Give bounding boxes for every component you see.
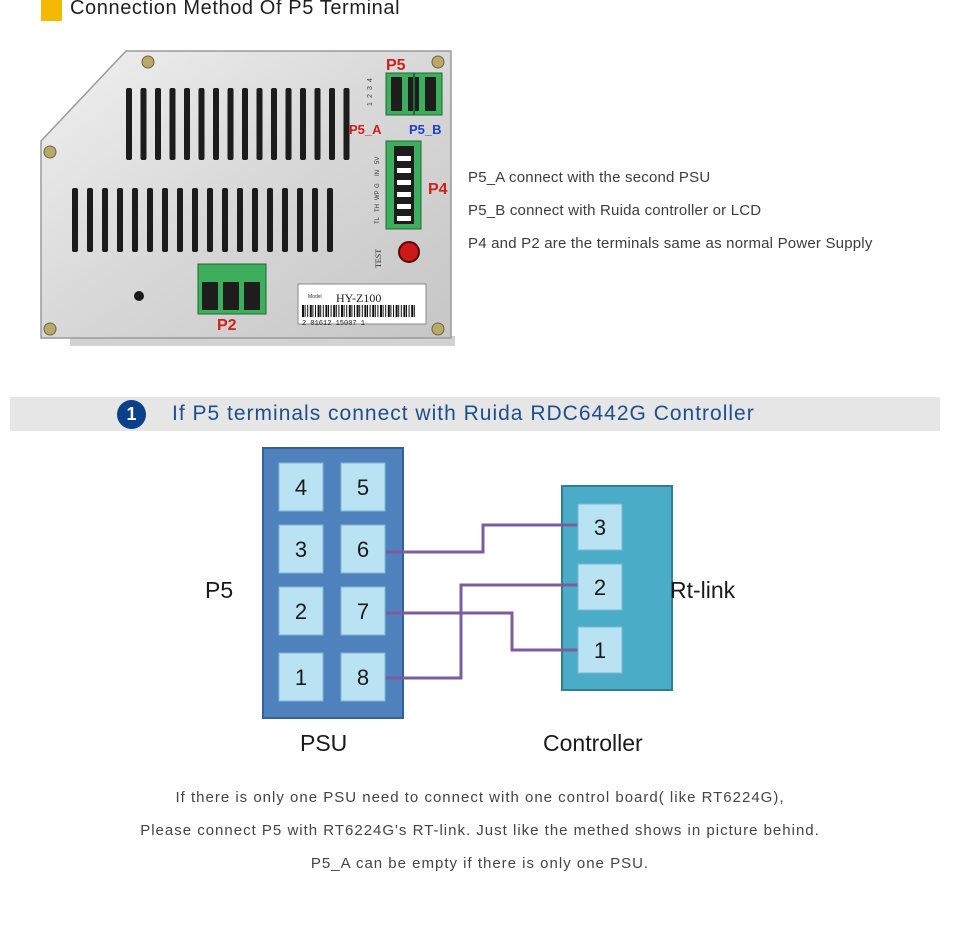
p5a-label: P5_A (349, 122, 382, 137)
psu-pin-box (278, 652, 324, 702)
test-button-icon (398, 241, 420, 263)
controller-pin-box (577, 503, 623, 551)
note-line-3: P5_A can be empty if there is only one P… (310, 855, 650, 872)
psu-pin-number: 5 (357, 475, 369, 500)
psu-pin-box (340, 524, 386, 574)
controller-pin-box (577, 563, 623, 611)
led-indicator-icon (134, 291, 144, 301)
screws (43, 55, 445, 336)
step-number-badge: 1 (117, 400, 146, 429)
section-title: If P5 terminals connect with Ruida RDC64… (172, 402, 755, 425)
p2-label: P2 (217, 317, 237, 334)
p4-pin-slot (397, 216, 411, 221)
p4-pin-label: 5V (375, 157, 381, 164)
model-name: HY-Z100 (336, 291, 381, 305)
wiring-diagram: 4 5 3 6 2 7 1 8 3 2 1 (262, 447, 673, 719)
psu-pin-number: 6 (357, 537, 369, 562)
wire (385, 583, 580, 680)
p4-pin-label: IN (375, 170, 381, 176)
p2-terminal-block (197, 263, 267, 315)
description-p5b: P5_B connect with Ruida controller or LC… (468, 202, 762, 219)
p4-pin-label: TL (375, 216, 381, 224)
psu-pin-box (340, 462, 386, 512)
controller-connector-label: Rt-link (670, 577, 736, 603)
controller-pin-box (577, 626, 623, 674)
psu-pin-box (278, 586, 324, 636)
controller-caption: Controller (543, 730, 643, 756)
p5-pin-number: 4 (367, 78, 374, 82)
ventilation-slots-upper (126, 88, 350, 160)
page-title: Connection Method Of P5 Terminal (70, 0, 401, 19)
p5-pin-number: 1 (367, 102, 374, 106)
wires (385, 523, 580, 680)
p4-pin-slot (397, 204, 411, 209)
p4-pin-label: G (375, 183, 381, 188)
psu-pin-box (340, 586, 386, 636)
psu-pin-number: 3 (295, 537, 307, 562)
serial-number: 2 01612 15007 1 (302, 320, 365, 328)
psu-connector-label: P5 (205, 577, 234, 603)
p4-pin-labels: 5V IN G WP TH TL (375, 156, 411, 224)
note-line-1: If there is only one PSU need to connect… (175, 789, 785, 806)
psu-pin-box (278, 524, 324, 574)
p5-pin-number: 2 (367, 94, 374, 98)
model-caption: Model (308, 294, 322, 300)
p5-label: P5 (386, 57, 406, 74)
psu-pin-number: 2 (295, 599, 307, 624)
wire (385, 611, 580, 652)
p4-pin-label: TH (375, 204, 381, 212)
model-sticker: Model HY-Z100 2 01612 15007 1 (297, 283, 427, 328)
p4-pin-slot (397, 156, 411, 161)
psu-pin-number: 7 (357, 599, 369, 624)
controller-pin-number: 3 (594, 515, 606, 540)
wire (385, 523, 580, 554)
barcode-icon (302, 305, 415, 317)
test-label: TEST (374, 249, 383, 268)
p4-pin-slot (397, 168, 411, 173)
p4-label: P4 (428, 181, 448, 198)
psu-pin-box (278, 462, 324, 512)
heading-marker (41, 0, 62, 21)
p4-pin-label: WP (375, 190, 381, 200)
note-line-2: Please connect P5 with RT6224G's RT-link… (140, 822, 820, 839)
controller-pins: 3 2 1 (577, 503, 623, 674)
psu-pin-number: 4 (295, 475, 307, 500)
p5b-label: P5_B (409, 122, 442, 137)
controller-pin-number: 2 (594, 575, 606, 600)
psu-pin-number: 8 (357, 665, 369, 690)
section-banner (10, 397, 940, 431)
p5-terminal-block (385, 72, 443, 116)
ventilation-slots-lower (72, 188, 333, 252)
p4-pin-slot (397, 180, 411, 185)
power-supply-illustration: P5 P5_A P5_B 5V IN G WP TH TL P4 TEST P2 Mode… (40, 50, 455, 346)
controller-pin-number: 1 (594, 638, 606, 663)
psu-pin-box (340, 652, 386, 702)
psu-caption: PSU (300, 730, 348, 756)
psu-pins: 4 5 3 6 2 7 1 8 (278, 462, 386, 702)
description-p4-p2: P4 and P2 are the terminals same as norm… (468, 235, 873, 252)
description-p5a: P5_A connect with the second PSU (468, 169, 711, 186)
p5-pin-number: 3 (367, 86, 374, 90)
psu-pin-number: 1 (295, 665, 307, 690)
p4-pin-slot (397, 192, 411, 197)
